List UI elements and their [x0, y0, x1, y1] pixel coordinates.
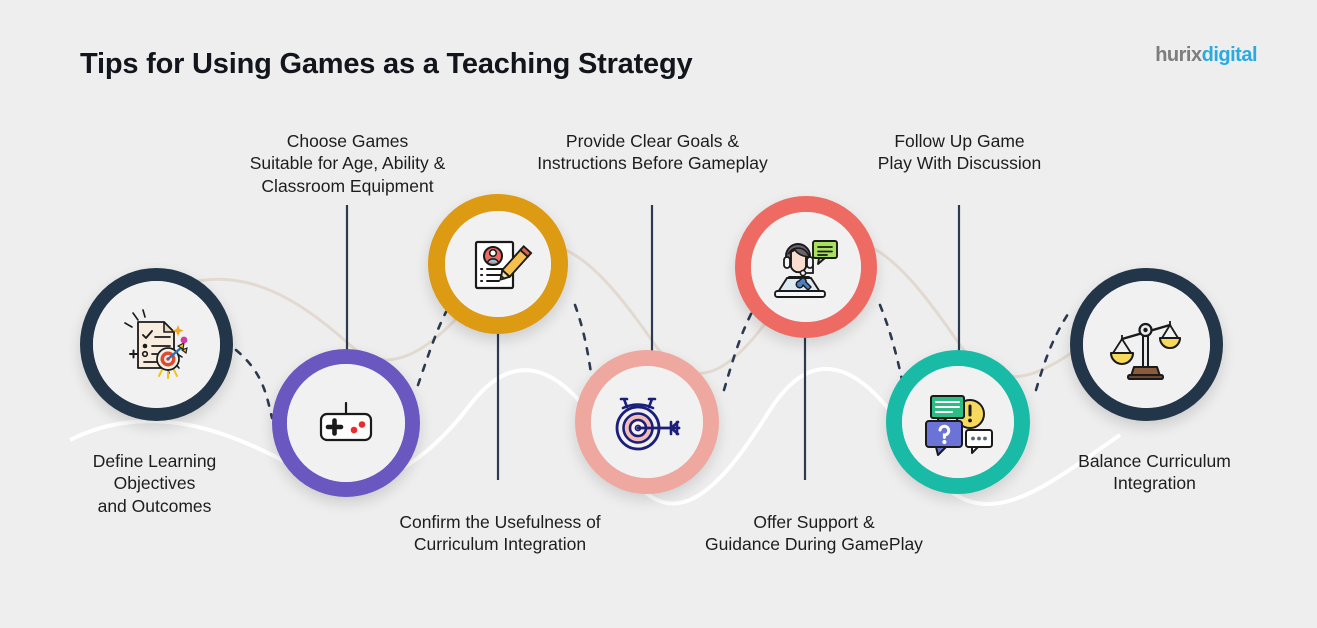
balance-scales-icon — [1109, 320, 1181, 380]
logo-text-primary: hurix — [1155, 44, 1202, 66]
step-label-balance-curriculum: Balance Curriculum Integration — [1078, 451, 1231, 494]
connector-2-3 — [416, 310, 448, 387]
node-inner — [445, 211, 551, 317]
connector-6-7 — [1034, 312, 1070, 392]
step-node-offer-support[interactable] — [735, 196, 877, 338]
game-controller-icon — [319, 401, 373, 442]
step-node-confirm-usefulness[interactable] — [428, 194, 568, 334]
node-inner — [93, 281, 220, 408]
node-inner — [751, 212, 861, 322]
connector-3-4 — [573, 303, 594, 382]
step-node-define-objectives[interactable] — [80, 268, 233, 421]
node-inner — [591, 366, 703, 478]
step-node-balance-curriculum[interactable] — [1070, 268, 1223, 421]
step-label-provide-clear-goals: Provide Clear Goals & Instructions Befor… — [537, 131, 768, 174]
speech-bubbles-icon — [925, 395, 993, 456]
support-agent-icon — [774, 240, 838, 298]
node-inner — [902, 366, 1014, 478]
connector-5-6 — [878, 303, 904, 382]
node-inner — [287, 364, 405, 482]
step-node-provide-clear-goals[interactable] — [575, 350, 719, 494]
page-title: Tips for Using Games as a Teaching Strat… — [80, 48, 693, 80]
checklist-target-icon — [123, 308, 188, 379]
bullseye-arrow-icon — [615, 397, 681, 451]
step-label-define-objectives: Define Learning Objectives and Outcomes — [92, 451, 217, 516]
document-profile-pencil-icon — [474, 240, 533, 290]
step-label-offer-support: Offer Support & Guidance During GamePlay — [705, 512, 923, 555]
connector-4-5 — [722, 310, 754, 392]
node-inner — [1083, 281, 1210, 408]
step-label-choose-games: Choose Games Suitable for Age, Ability &… — [249, 131, 446, 196]
step-node-follow-up-discussion[interactable] — [886, 350, 1030, 494]
step-label-follow-up-discussion: Follow Up Game Play With Discussion — [877, 131, 1042, 174]
step-node-choose-games[interactable] — [272, 349, 420, 497]
brand-logo: hurixdigital — [1155, 44, 1257, 67]
step-label-confirm-usefulness: Confirm the Usefulness of Curriculum Int… — [399, 512, 601, 555]
logo-text-accent: digital — [1201, 44, 1258, 66]
